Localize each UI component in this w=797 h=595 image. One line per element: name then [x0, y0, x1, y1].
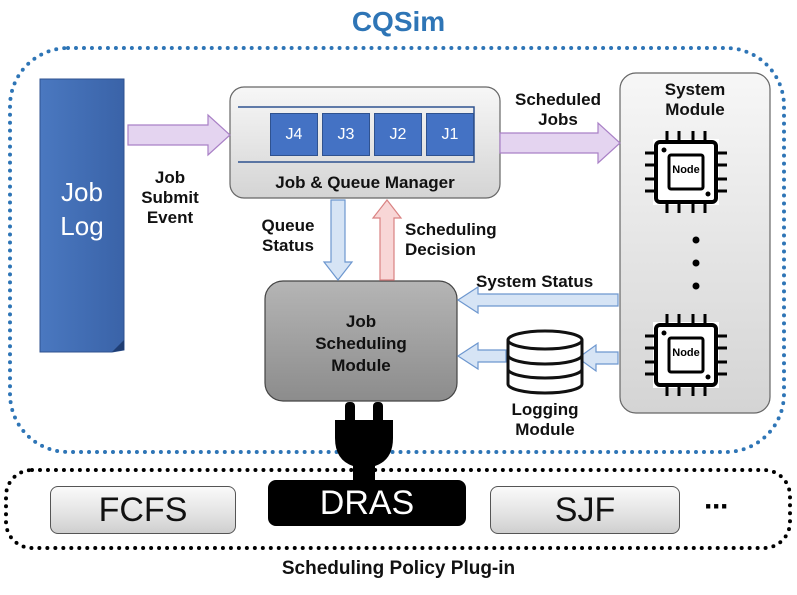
node-label-2: Node: [672, 347, 700, 359]
system-module-line2: Module: [665, 100, 725, 119]
plug-icon: [335, 402, 393, 484]
system-status-label: System Status: [476, 272, 594, 291]
queue-job-cell: J1: [426, 113, 474, 156]
scheduling-decision-line2: Decision: [405, 240, 476, 259]
job-log-line2: Log: [60, 211, 104, 241]
cqsim-boundary: [8, 46, 786, 454]
node-chip-icon-2: [645, 314, 727, 396]
system-module-line1: System: [664, 80, 726, 99]
jsm-line1: Job: [345, 312, 377, 331]
scheduled-jobs-line2: Jobs: [538, 110, 578, 129]
scheduling-decision-arrow: [371, 199, 403, 281]
job-submit-line2: Submit: [141, 188, 199, 207]
plugin-caption: Scheduling Policy Plug-in: [281, 558, 516, 579]
queue-job-cell: J4: [270, 113, 318, 156]
jsm-line3: Module: [331, 356, 391, 375]
queue-job-cell: J2: [374, 113, 422, 156]
node-ellipsis-dots: [692, 236, 700, 290]
job-submit-event-label: Job Submit Event: [132, 168, 208, 228]
job-log: Job Log: [40, 175, 124, 243]
queue-status-label: Queue Status: [250, 216, 326, 256]
job-scheduling-module-label: Job Scheduling Module: [265, 311, 457, 377]
policy-fcfs-button[interactable]: FCFS: [50, 486, 236, 534]
diagram-title: CQSim: [351, 6, 446, 37]
job-submit-line1: Job: [154, 168, 186, 187]
scheduling-decision-label: Scheduling Decision: [405, 220, 497, 260]
node-label-1: Node: [672, 164, 700, 176]
system-to-logging-arrow: [576, 343, 619, 373]
logging-line1: Logging: [511, 400, 579, 419]
job-submit-line3: Event: [146, 208, 194, 227]
queue-status-arrow: [322, 199, 354, 281]
scheduled-jobs-arrow: [499, 121, 621, 165]
job-log-line1: Job: [61, 177, 103, 207]
plugin-boundary: [4, 468, 792, 550]
submit-arrow: [127, 113, 231, 157]
job-log-fold: [112, 340, 124, 352]
queue-status-line2: Status: [262, 236, 314, 255]
scheduled-jobs-label: Scheduled Jobs: [500, 90, 616, 130]
system-module-label: System Module: [620, 80, 770, 120]
job-scheduling-module-box: [264, 280, 458, 402]
node-chip-icon-1: [645, 131, 727, 213]
logging-database-icon: [506, 329, 584, 395]
more-policies-ellipsis: ···: [704, 490, 730, 523]
queue-job-cell: J3: [322, 113, 370, 156]
logging-line2: Module: [515, 420, 575, 439]
queue-status-line1: Queue: [261, 216, 315, 235]
scheduled-jobs-line1: Scheduled: [515, 90, 601, 109]
logging-module-label: Logging Module: [492, 400, 598, 440]
queue-lines: [238, 106, 475, 163]
logging-to-scheduling-arrow: [456, 341, 507, 371]
queue-manager-label: Job & Queue Manager: [275, 173, 455, 192]
system-status-arrow: [456, 285, 619, 315]
policy-sjf-button[interactable]: SJF: [490, 486, 680, 534]
policy-dras-button[interactable]: DRAS: [268, 480, 466, 526]
jsm-line2: Scheduling: [315, 334, 407, 353]
scheduling-decision-line1: Scheduling: [405, 220, 497, 239]
